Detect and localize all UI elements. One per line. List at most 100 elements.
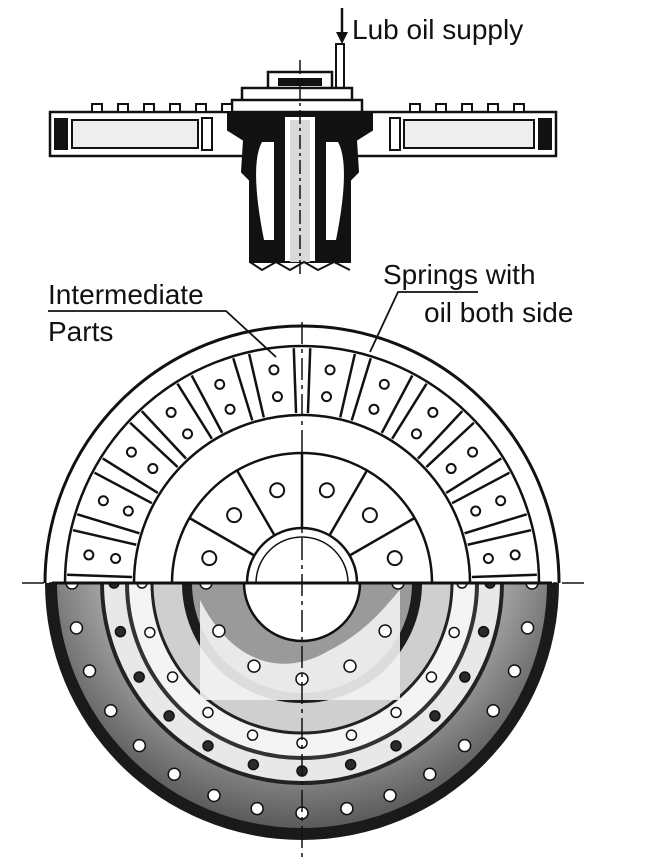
inner-segment-line	[188, 516, 255, 557]
lower-rivet	[520, 621, 535, 635]
spring-slot-edge	[247, 353, 265, 418]
spring-slot-edge	[306, 348, 312, 414]
rivet-hole	[378, 378, 390, 390]
lower-rivet	[133, 671, 145, 683]
lower-rivet	[390, 706, 402, 719]
rivet-hole	[509, 549, 521, 561]
lower-rivet	[457, 738, 472, 753]
section-view	[48, 8, 558, 276]
front-view	[22, 322, 584, 860]
lower-rivet	[114, 625, 127, 638]
spring-slot-edge	[451, 471, 511, 505]
inner-segment-line	[349, 516, 416, 557]
rivet-hole	[324, 364, 336, 376]
rivet-hole	[467, 446, 479, 458]
rivet-hole	[110, 552, 122, 564]
lower-rivet	[429, 710, 441, 722]
rivet-hole	[83, 549, 95, 561]
spring-slot-edge	[93, 471, 153, 505]
rivet-hole	[470, 505, 482, 517]
rivet-hole	[321, 391, 333, 403]
rivet-hole	[224, 403, 236, 415]
spring-slot-edge	[445, 457, 502, 494]
lower-rivet	[144, 626, 156, 639]
springs-label-line2: oil both side	[424, 297, 574, 328]
lower-rivet	[212, 624, 226, 638]
rivet-hole	[427, 406, 439, 418]
spring-slot-edge	[129, 421, 179, 468]
lower-rivet	[486, 704, 500, 718]
spring-slot-edge	[176, 383, 213, 440]
rivet-hole	[495, 495, 507, 507]
lower-rivet	[448, 626, 460, 639]
inner-hole	[386, 550, 403, 567]
spring-slot-edge	[391, 383, 428, 440]
lower-rivet	[459, 671, 471, 683]
lower-rivet	[166, 671, 179, 683]
rivet-hole	[97, 495, 109, 507]
rivet-hole	[410, 428, 422, 440]
spring-slot-edge	[425, 421, 475, 468]
lower-rivet	[340, 801, 354, 816]
oil-supply-arrow	[336, 8, 348, 44]
rivet-hole	[147, 463, 159, 475]
spring-slot-edge	[339, 353, 357, 418]
lower-rivet	[163, 710, 175, 722]
inner-hole	[226, 507, 243, 524]
lower-rivet	[246, 729, 259, 741]
lower-rivet	[202, 740, 214, 752]
spring-slot-edge	[350, 357, 372, 421]
rivet-hole	[445, 463, 457, 475]
rivet-hole	[182, 428, 194, 440]
lower-rivet	[477, 625, 490, 638]
rivet-hole	[368, 403, 380, 415]
inner-hole	[269, 482, 286, 499]
spring-slot-edge	[232, 357, 254, 421]
lower-rivet	[423, 767, 437, 781]
spring-slot-edge	[76, 513, 140, 535]
springs-leader	[369, 291, 478, 353]
lower-rivet	[69, 621, 84, 635]
springs-label-line1: Springs with	[383, 259, 536, 290]
lower-rivet	[207, 788, 221, 803]
rivet-hole	[214, 378, 226, 390]
intermediate-parts-leader	[48, 310, 277, 358]
inner-hole	[201, 550, 218, 567]
lower-rivet	[132, 738, 147, 753]
rivet-hole	[122, 505, 134, 517]
lower-rivet	[390, 740, 402, 752]
rivet-hole	[271, 391, 283, 403]
front-view-upper-half	[43, 324, 561, 583]
lower-rivet	[425, 671, 438, 683]
lower-rivet	[202, 706, 214, 719]
lower-rivet	[345, 729, 358, 741]
rivet-hole	[125, 446, 137, 458]
leader-lines	[48, 291, 478, 358]
lub-oil-supply-label: Lub oil supply	[352, 14, 524, 45]
lower-rivet	[247, 659, 261, 673]
lower-rivet	[104, 704, 118, 718]
inner-hole	[361, 507, 378, 524]
spring-slot-edge	[464, 513, 528, 535]
spring-slot-edge	[292, 348, 298, 414]
spring-slot-edge	[72, 528, 137, 546]
lower-rivet	[247, 758, 260, 771]
spring-slot-edge	[467, 528, 532, 546]
lower-rivet	[343, 659, 357, 673]
lower-rivet	[82, 664, 97, 678]
lower-rivet	[378, 624, 392, 638]
rivet-hole	[482, 552, 494, 564]
intermediate-parts-label-line1: Intermediate	[48, 279, 204, 310]
rivet-hole	[165, 406, 177, 418]
inner-hole	[318, 482, 335, 499]
lower-rivet	[250, 801, 264, 816]
spring-slot-edge	[417, 410, 464, 460]
spring-slot-edge	[380, 374, 414, 434]
spring-slot-edge	[140, 410, 187, 460]
rivet-hole	[268, 364, 280, 376]
spring-slot-edge	[190, 374, 224, 434]
spring-slot-edge	[102, 457, 159, 494]
lower-rivet	[507, 664, 522, 678]
intermediate-parts-label-line2: Parts	[48, 316, 114, 347]
